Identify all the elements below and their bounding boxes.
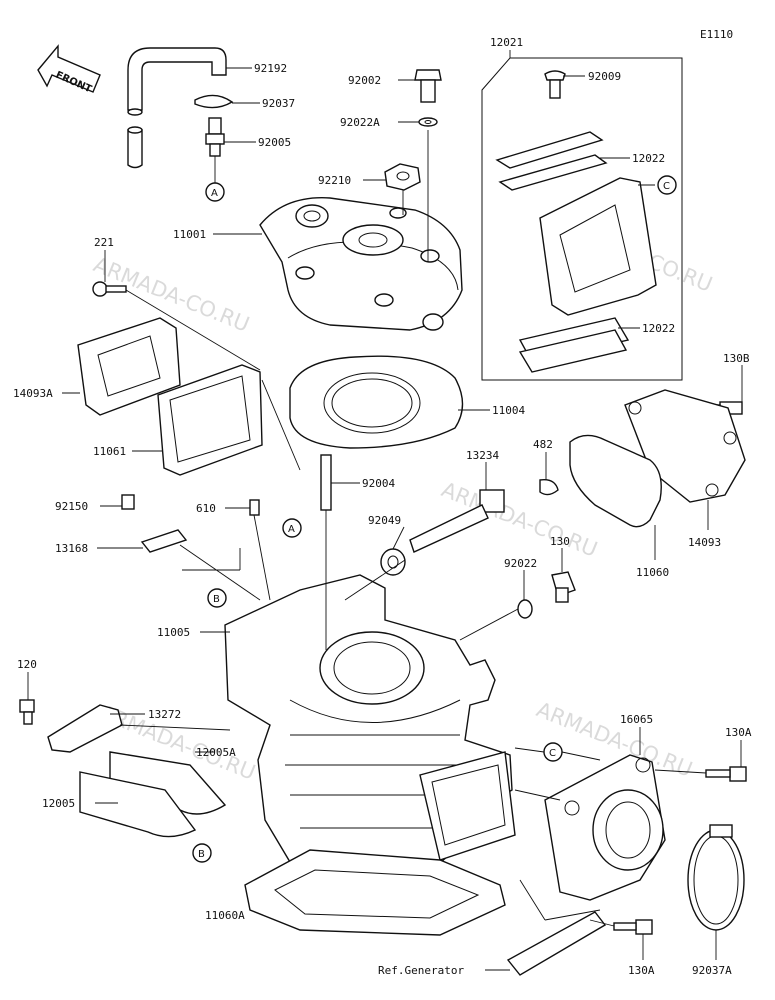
- assembly-lines: [119, 130, 707, 927]
- label-11004: 11004: [492, 404, 525, 417]
- label-92037: 92037: [262, 97, 295, 110]
- leader-lines: [27, 50, 743, 971]
- hose-clamp: [687, 824, 745, 931]
- callout-a-top: A: [205, 182, 225, 202]
- callout-c-top: C: [657, 175, 677, 195]
- label-92150: 92150: [55, 500, 88, 513]
- exhaust-valves: [79, 751, 227, 838]
- label-92009: 92009: [588, 70, 621, 83]
- label-11005: 11005: [157, 626, 190, 639]
- label-92004: 92004: [362, 477, 395, 490]
- label-130: 130: [550, 535, 570, 548]
- label-12022-lower: 12022: [642, 322, 675, 335]
- bolt-120: [19, 699, 35, 725]
- washer: [517, 599, 533, 619]
- bolt-130A-lower: [613, 919, 653, 935]
- stud: [320, 454, 332, 511]
- intake-holder: [544, 754, 666, 901]
- label-12021: 12021: [490, 36, 523, 49]
- watermark: ARMADA-CO.RU: [90, 252, 253, 336]
- label-11001: 11001: [173, 228, 206, 241]
- label-11060A: 11060A: [205, 909, 245, 922]
- label-221: 221: [94, 236, 114, 249]
- svg-text:B: B: [198, 849, 205, 860]
- label-130A-upper: 130A: [725, 726, 752, 739]
- svg-text:C: C: [663, 181, 670, 192]
- label-13168: 13168: [55, 542, 88, 555]
- label-13272: 13272: [148, 708, 181, 721]
- callout-a-mid: A: [282, 518, 302, 538]
- side-cover: [77, 317, 181, 416]
- callouts: A A B B C C: [192, 175, 677, 863]
- label-14093A: 14093A: [13, 387, 53, 400]
- label-12022-upper: 12022: [632, 152, 665, 165]
- hose-fitting: [205, 117, 225, 157]
- exhaust-valve-shaft: [409, 489, 505, 553]
- label-12005: 12005: [42, 797, 75, 810]
- e-clip: [539, 479, 559, 496]
- label-92022: 92022: [504, 557, 537, 570]
- reed-valve-group: [481, 57, 683, 381]
- head-gasket: [289, 355, 464, 449]
- label-92005: 92005: [258, 136, 291, 149]
- generator-ref-part: [506, 911, 607, 976]
- svg-text:A: A: [211, 188, 218, 199]
- label-92002: 92002: [348, 74, 381, 87]
- callout-b-mid: B: [207, 588, 227, 608]
- label-92022A: 92022A: [340, 116, 380, 129]
- label-13234: 13234: [466, 449, 499, 462]
- front-arrow-icon: FRONT: [37, 44, 101, 95]
- label-130A-lower: 130A: [628, 964, 655, 977]
- cylinder: [224, 574, 516, 881]
- callout-c-low: C: [543, 742, 563, 762]
- head-nut: [384, 163, 421, 191]
- flange-bolt: [551, 571, 576, 603]
- callout-b-low: B: [192, 843, 212, 863]
- label-120: 120: [17, 658, 37, 671]
- base-gasket: [244, 849, 506, 936]
- label-ref-generator: Ref.Generator: [378, 964, 464, 977]
- dowel-pin: [249, 499, 260, 516]
- label-482: 482: [533, 438, 553, 451]
- label-92192: 92192: [254, 62, 287, 75]
- label-130B: 130B: [723, 352, 750, 365]
- hose-clip: [194, 94, 234, 109]
- svg-text:C: C: [549, 748, 556, 759]
- label-12005A: 12005A: [196, 746, 236, 759]
- label-92037A: 92037A: [692, 964, 732, 977]
- label-610: 610: [196, 502, 216, 515]
- hose: [127, 47, 227, 169]
- bolt-130A-upper: [705, 766, 747, 782]
- label-14093: 14093: [688, 536, 721, 549]
- label-11060: 11060: [636, 566, 669, 579]
- head-bolt: [414, 69, 442, 127]
- cover-gasket-2: [569, 434, 662, 528]
- label-11061: 11061: [93, 445, 126, 458]
- cylinder-head: [259, 197, 463, 331]
- svg-text:A: A: [288, 524, 295, 535]
- part-labels: 92192 92037 92005 92002 92022A 92210 110…: [13, 36, 752, 977]
- label-92049: 92049: [368, 514, 401, 527]
- exhaust-bracket: [47, 704, 123, 753]
- label-92210: 92210: [318, 174, 351, 187]
- label-16065: 16065: [620, 713, 653, 726]
- svg-text:B: B: [213, 594, 220, 605]
- cover-gasket: [157, 364, 263, 476]
- cover-screw: [92, 281, 127, 297]
- diagram-code: E1110: [700, 28, 733, 41]
- screw-and-clamp: [121, 494, 188, 553]
